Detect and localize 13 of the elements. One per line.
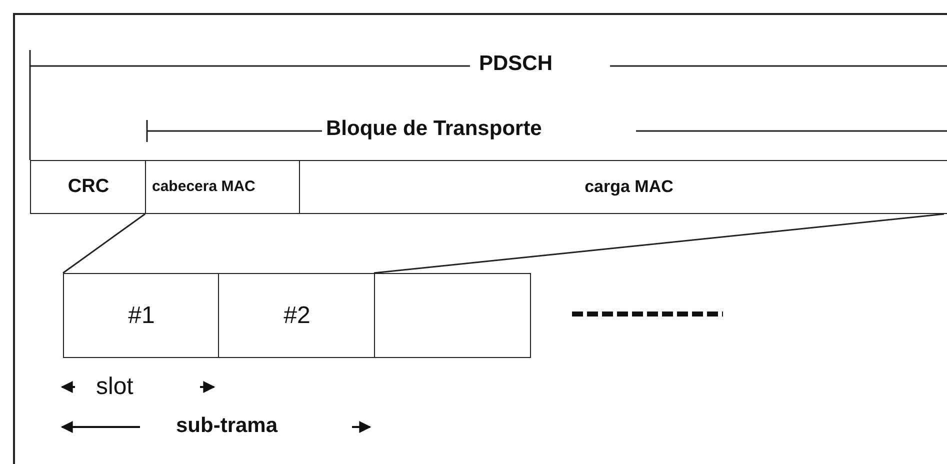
zoom-line (62, 213, 146, 274)
field-box (299, 160, 947, 214)
slot-box (374, 273, 531, 358)
field-label: carga MAC (584, 178, 674, 196)
field-box (30, 160, 147, 214)
field-label: #2 (284, 302, 310, 328)
field-label: #1 (128, 302, 155, 328)
field-label: CRC (68, 177, 110, 197)
field-label: cabecera MAC (152, 179, 256, 195)
slot-box (218, 273, 376, 358)
slot-box (63, 273, 220, 358)
field-box (145, 160, 301, 214)
zoom-line (374, 213, 944, 274)
